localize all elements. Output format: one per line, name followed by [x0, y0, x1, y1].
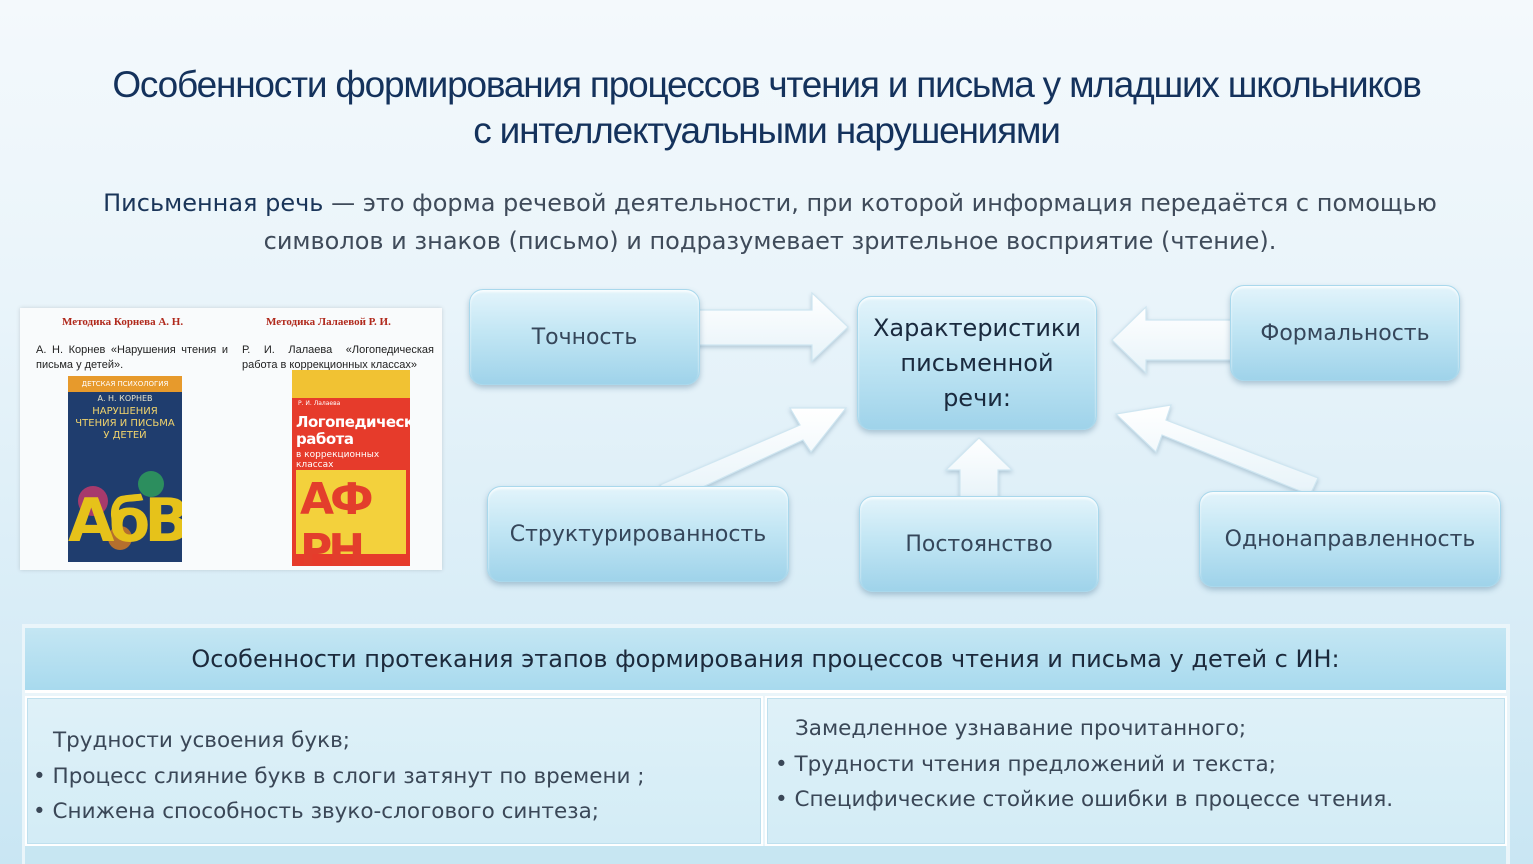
left-item: • Снижена способность звуко-слогового си… [33, 799, 599, 824]
bullet: • [775, 787, 788, 812]
book-left-heading: Методика Корнева А. Н. [62, 316, 184, 328]
left-intro: Трудности усвоения букв; [53, 728, 351, 753]
cover2-subtitle: в коррекционных классах [296, 450, 380, 470]
bullet: • [33, 799, 46, 824]
node-structure: Структурированность [487, 486, 789, 582]
book-right-text: Р. И. Лалаева «Логопедическая работа в к… [242, 344, 434, 371]
right-intro: Замедленное узнавание прочитанного; [795, 716, 1247, 741]
book-cover-lalaeva: Р. И. Лалаева Логопедическая работа в ко… [292, 370, 410, 566]
left-item-text: Снижена способность звуко-слогового синт… [52, 799, 600, 824]
left-item-text: Процесс слияние букв в слоги затянут по … [52, 764, 645, 789]
cover1-decor [138, 471, 164, 497]
arrow-unidirectional [1114, 404, 1319, 496]
node-accuracy: Точность [469, 289, 700, 385]
cover1-title: НАРУШЕНИЯ ЧТЕНИЯ И ПИСЬМА У ДЕТЕЙ [75, 406, 175, 441]
book-left-text: А. Н. Корнев «Нарушения чтения и письма … [36, 344, 228, 371]
node-center: Характеристики письменной речи: [857, 296, 1097, 430]
definition-rest: — это форма речевой деятельности, при ко… [323, 189, 1437, 217]
bullet: • [33, 764, 46, 789]
right-item-text: Специфические стойкие ошибки в процессе … [794, 787, 1394, 812]
cover1-decor [78, 486, 108, 516]
slide-title: Особенности формирования процессов чтени… [40, 62, 1493, 154]
definition-term: Письменная речь [103, 189, 324, 217]
features-table: Особенности протекания этапов формирован… [22, 624, 1510, 864]
table-header: Особенности протекания этапов формирован… [25, 628, 1506, 693]
arrow-formality [1111, 305, 1249, 375]
right-item-text: Трудности чтения предложений и текста; [794, 752, 1276, 777]
book-right-heading: Методика Лалаевой Р. И. [266, 316, 391, 328]
left-item: • Процесс слияние букв в слоги затянут п… [33, 764, 645, 789]
table-bottom-band [25, 846, 1506, 864]
cover2-author: Р. И. Лалаева [298, 400, 341, 407]
arrow-constancy [944, 437, 1014, 501]
arrow-accuracy [679, 291, 849, 363]
node-constancy: Постоянство [859, 496, 1099, 592]
cover1-letters: АбВ [68, 486, 182, 556]
cover2-title: Логопедическая работа [296, 413, 410, 448]
table-cell-left: Трудности усвоения букв; • Процесс слиян… [25, 696, 763, 846]
cover2-picture [296, 470, 406, 554]
slide-title-line2: с интеллектуальными нарушениями [473, 110, 1061, 151]
table-cell-right: Замедленное узнавание прочитанного; • Тр… [765, 696, 1507, 846]
cover1-decor [108, 526, 132, 550]
cover1-series: ДЕТСКАЯ ПСИХОЛОГИЯ [68, 376, 182, 392]
definition-text: Письменная речь — это форма речевой деят… [50, 184, 1490, 260]
cover2-topband [292, 370, 410, 398]
node-formality: Формальность [1230, 285, 1460, 381]
book-cover-kornev: ДЕТСКАЯ ПСИХОЛОГИЯ А. Н. КОРНЕВ НАРУШЕНИ… [68, 376, 182, 562]
slide-title-line1: Особенности формирования процессов чтени… [112, 64, 1422, 105]
bullet: • [775, 752, 788, 777]
right-item: • Специфические стойкие ошибки в процесс… [775, 787, 1393, 812]
node-unidirectional: Однонаправленность [1199, 491, 1501, 587]
cover2-letters: АФ РН [300, 474, 374, 566]
definition-line2: символов и знаков (письмо) и подразумева… [263, 227, 1277, 255]
right-item: • Трудности чтения предложений и текста; [775, 752, 1276, 777]
cover1-author: А. Н. КОРНЕВ [97, 394, 153, 403]
books-image: Методика Корнева А. Н. Методика Лалаевой… [20, 308, 442, 570]
